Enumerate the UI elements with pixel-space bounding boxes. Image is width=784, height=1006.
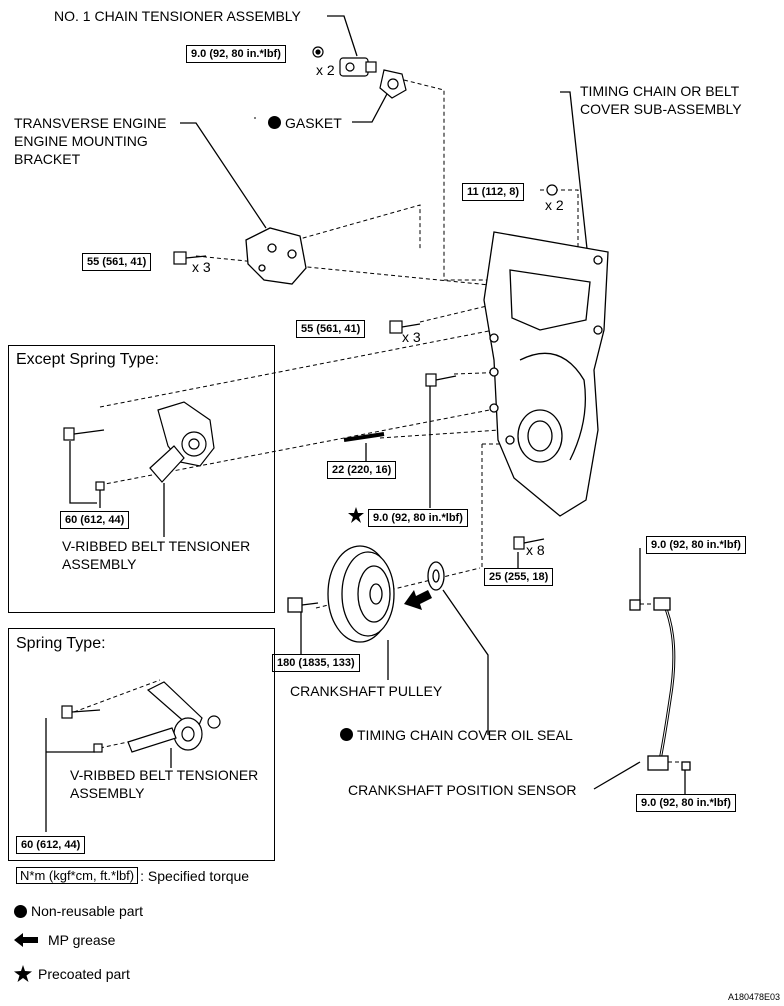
torque-precoat-bolt: 9.0 (92, 80 in.*lbf) [368, 509, 468, 527]
torque-cover-nut: 11 (112, 8) [462, 183, 524, 201]
qty-bracket-bolt: x 3 [192, 259, 211, 275]
torque-spring-bolt: 60 (612, 44) [16, 836, 86, 854]
precoated-star-icon [14, 965, 32, 982]
legend-torque-key: N*m (kgf*cm, ft.*lbf) [16, 867, 139, 884]
legend-torque-desc: : Specified torque [140, 867, 250, 884]
crank-sensor-art [629, 597, 691, 771]
mount-bracket-art [245, 227, 307, 285]
precoated-star-icon [348, 507, 364, 523]
spring-type-title: Spring Type: [16, 635, 106, 652]
leader-oil-seal [442, 589, 489, 735]
figure-code: A180478E03 [728, 992, 781, 1002]
torque-stud: 22 (220, 16) [327, 461, 397, 479]
spring-type-box [8, 628, 275, 861]
crank-pulley-art [287, 545, 395, 643]
chain-tensioner-label: NO. 1 CHAIN TENSIONER ASSEMBLY [54, 8, 301, 24]
except-spring-type-title: Except Spring Type: [16, 351, 159, 368]
legend-non-reusable: Non-reusable part [14, 903, 143, 919]
non-reusable-dot-icon [340, 728, 353, 741]
crank-pulley-label: CRANKSHAFT PULLEY [290, 683, 443, 699]
oil-seal-art [427, 561, 445, 591]
torque-pulley-bolt: 180 (1835, 133) [272, 654, 360, 672]
torque-bracket-bolt: 55 (561, 41) [82, 253, 152, 271]
mp-grease-arrow-icon [14, 933, 38, 947]
legend-torque: N*m (kgf*cm, ft.*lbf) : Specified torque [16, 867, 249, 884]
leader-sensor [593, 761, 641, 790]
legend-non-reusable-text: Non-reusable part [31, 903, 144, 919]
leader-chain-tensioner [327, 15, 358, 57]
qty-cover-nut: x 2 [545, 197, 564, 213]
mount-bracket-label: TRANSVERSE ENGINE ENGINE MOUNTING BRACKE… [14, 115, 167, 167]
bolt-art [173, 184, 558, 550]
torque-sensor-bottom: 9.0 (92, 80 in.*lbf) [636, 794, 736, 812]
belt-tensioner-label-b: V-RIBBED BELT TENSIONER ASSEMBLY [70, 767, 259, 801]
leader-timing-cover [560, 91, 589, 259]
except-spring-type-box [8, 345, 275, 613]
torque-cover-bolt: 55 (561, 41) [296, 320, 366, 338]
torque-cover-bolts: 25 (255, 18) [484, 568, 554, 586]
torque-except-bolt: 60 (612, 44) [60, 511, 130, 529]
gasket-art [379, 69, 407, 99]
except-spring-tensioner-art [63, 401, 215, 491]
legend-precoated-text: Precoated part [38, 966, 130, 982]
qty-chain-tensioner: x 2 [316, 62, 335, 78]
leader-except-bolt [69, 441, 97, 504]
oil-seal-text: TIMING CHAIN COVER OIL SEAL [357, 727, 573, 743]
legend-mp-grease-text: MP grease [48, 932, 116, 948]
spring-tensioner-art [61, 681, 221, 753]
timing-cover-art [483, 231, 609, 517]
non-reusable-dot-icon [14, 904, 27, 918]
torque-sensor-top: 9.0 (92, 80 in.*lbf) [646, 536, 746, 554]
legend-mp-grease: MP grease [14, 932, 115, 948]
legend-precoated: Precoated part [14, 965, 130, 983]
belt-tensioner-label-a: V-RIBBED BELT TENSIONER ASSEMBLY [62, 538, 251, 572]
chain-tensioner-art [312, 46, 377, 77]
non-reusable-dot-icon [268, 116, 281, 129]
crank-sensor-label: CRANKSHAFT POSITION SENSOR [348, 782, 577, 798]
mp-grease-arrow-icon [404, 590, 432, 610]
oil-seal-label: TIMING CHAIN COVER OIL SEAL [340, 726, 573, 744]
leader-mount-bracket [180, 122, 267, 229]
timing-cover-label: TIMING CHAIN OR BELT COVER SUB-ASSEMBLY [580, 83, 742, 117]
torque-chain-tensioner: 9.0 (92, 80 in.*lbf) [186, 45, 286, 63]
qty-cover-bolts: x 8 [526, 542, 545, 558]
qty-cover-bolt: x 3 [402, 329, 421, 345]
leader-gasket [352, 91, 389, 123]
gasket-label: GASKET [268, 114, 342, 132]
gasket-text: GASKET [285, 115, 342, 131]
